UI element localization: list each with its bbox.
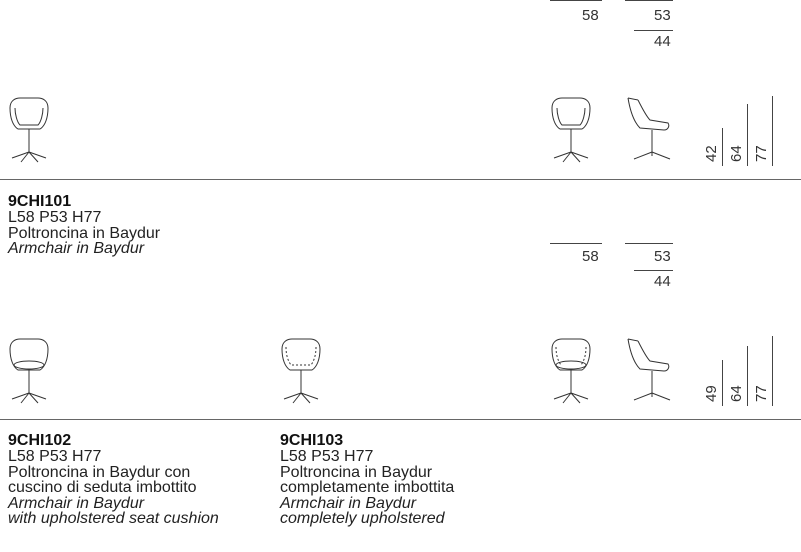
product-9CHI103: 9CHI103 L58 P53 H77 Poltroncina in Baydu… (280, 432, 454, 527)
dim-line-depth-2 (625, 243, 673, 244)
product-code: 9CHI101 (8, 193, 72, 210)
product-desc-it-1: Poltroncina in Baydur con (8, 463, 191, 481)
dim-total-height-2: 77 (753, 385, 770, 402)
chair-front-view-101b (551, 97, 591, 163)
dim-depth-2: 53 (654, 248, 671, 265)
dim-line-depth-1 (625, 0, 673, 1)
product-9CHI101: 9CHI101 L58 P53 H77 Poltroncina in Baydu… (8, 193, 160, 257)
chair-front-view-103 (281, 338, 321, 404)
product-code: 9CHI102 (8, 432, 72, 449)
product-desc-it-1: Poltroncina in Baydur (280, 463, 433, 481)
product-desc-en: Armchair in Baydur (8, 240, 145, 257)
product-dims: L58 P53 H77 (8, 209, 102, 226)
chair-front-view-101 (9, 97, 49, 163)
vline-total-1 (772, 96, 773, 166)
dim-seatdepth-2: 44 (654, 273, 671, 290)
product-code: 9CHI103 (280, 432, 344, 449)
product-9CHI102: 9CHI102 L58 P53 H77 Poltroncina in Baydu… (8, 432, 219, 527)
dim-width-1: 58 (582, 7, 599, 24)
product-dims: L58 P53 H77 (280, 448, 374, 465)
vline-total-2 (772, 336, 773, 406)
dim-depth-1: 53 (654, 7, 671, 24)
product-desc-en-2: completely upholstered (280, 510, 445, 527)
product-desc-en-1: Armchair in Baydur (8, 494, 145, 512)
chair-front-view-102 (9, 338, 49, 404)
product-dims: L58 P53 H77 (8, 448, 102, 465)
dim-seat-height-2: 49 (703, 385, 720, 402)
chair-front-view-102b (551, 338, 591, 404)
product-desc-it-2: completamente imbottita (280, 479, 455, 496)
product-desc-en-1: Armchair in Baydur (280, 494, 417, 512)
dim-line-seatdepth-2 (634, 270, 673, 271)
dim-total-height-1: 77 (753, 145, 770, 162)
vline-arm-1 (747, 104, 748, 166)
dim-line-width-1 (550, 0, 602, 1)
separator-1 (0, 179, 801, 180)
chair-side-view-101 (627, 97, 671, 160)
dim-line-width-2 (550, 243, 602, 244)
separator-2 (0, 419, 801, 420)
dim-arm-height-1: 64 (728, 145, 745, 162)
product-desc-it: Poltroncina in Baydur (8, 224, 161, 242)
dim-line-seatdepth-1 (634, 30, 673, 31)
product-desc-it-2: cuscino di seduta imbottito (8, 479, 197, 496)
dim-seat-height-1: 42 (703, 145, 720, 162)
dim-seatdepth-1: 44 (654, 33, 671, 50)
vline-arm-2 (747, 346, 748, 406)
vline-seat-1 (722, 128, 723, 166)
dim-width-2: 58 (582, 248, 599, 265)
chair-side-view-102 (627, 338, 671, 401)
vline-seat-2 (722, 360, 723, 406)
dim-arm-height-2: 64 (728, 385, 745, 402)
product-desc-en-2: with upholstered seat cushion (8, 510, 219, 527)
